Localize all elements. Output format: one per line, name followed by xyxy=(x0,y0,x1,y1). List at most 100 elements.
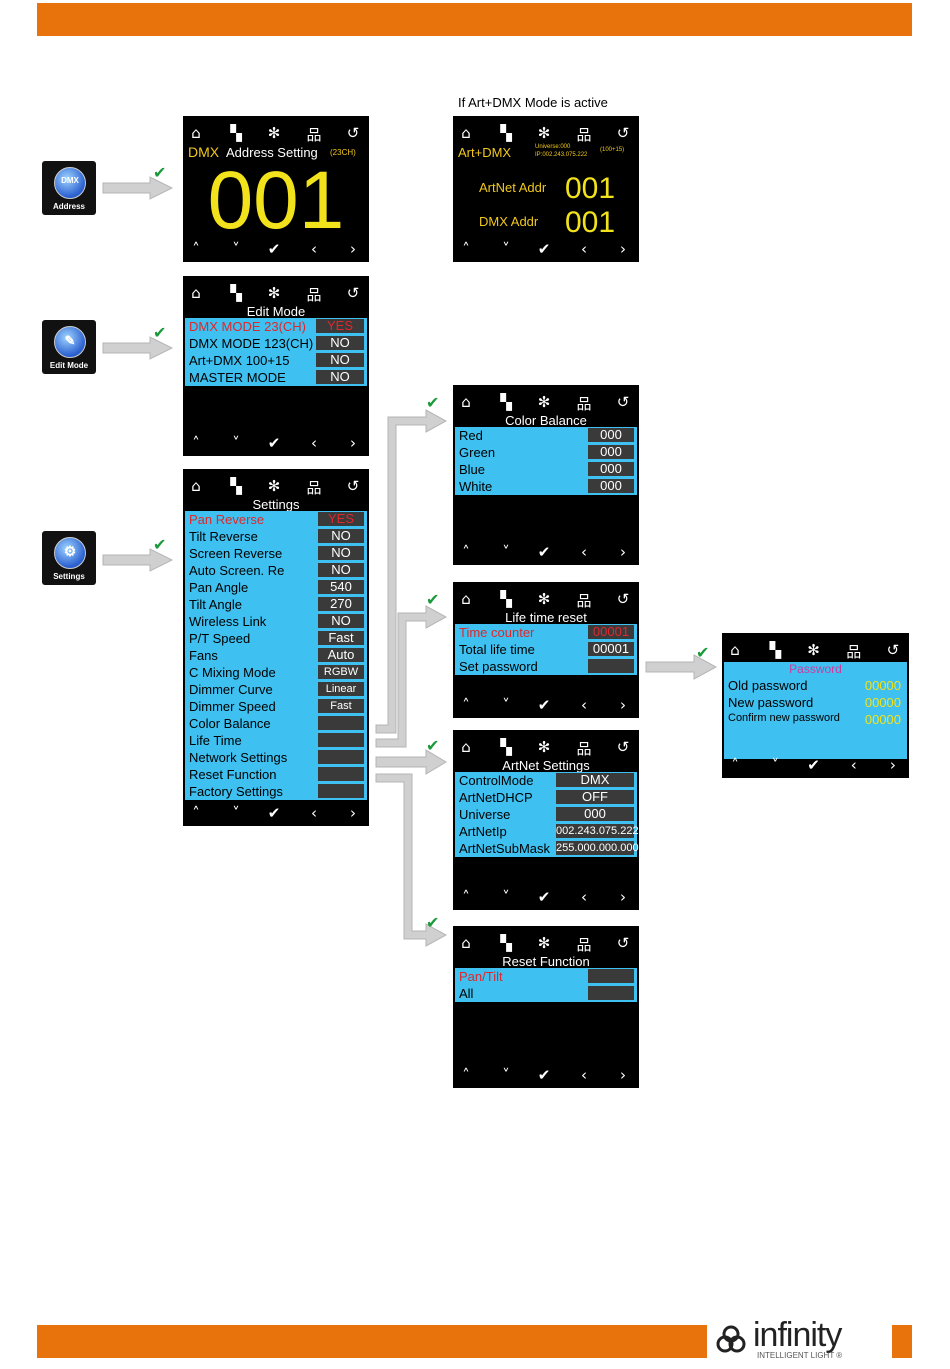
sparkle-icon[interactable]: ✻ xyxy=(537,934,551,952)
row-value[interactable] xyxy=(588,969,634,983)
sparkle-icon[interactable]: ✻ xyxy=(537,393,551,411)
row-value[interactable]: 000 xyxy=(588,462,634,476)
right-icon[interactable]: › xyxy=(350,434,356,452)
row-value[interactable] xyxy=(318,733,364,747)
down-icon[interactable]: ˅ xyxy=(232,434,240,452)
home-icon[interactable]: ⌂ xyxy=(461,738,471,756)
home-icon[interactable]: ⌂ xyxy=(191,124,201,142)
sparkle-icon[interactable]: ✻ xyxy=(807,641,820,659)
up-icon[interactable]: ˄ xyxy=(192,434,200,452)
up-icon[interactable]: ˄ xyxy=(462,696,470,714)
down-icon[interactable]: ˅ xyxy=(502,543,510,561)
sparkle-icon[interactable]: ✻ xyxy=(267,284,281,302)
left-icon[interactable]: ‹ xyxy=(581,888,587,906)
up-icon[interactable]: ˄ xyxy=(192,804,200,822)
row-value[interactable] xyxy=(588,659,634,673)
down-icon[interactable]: ˅ xyxy=(502,696,510,714)
right-icon[interactable]: › xyxy=(620,543,626,561)
row-value[interactable]: 00001 xyxy=(588,625,634,639)
row-value[interactable]: 00000 xyxy=(864,712,901,727)
menu-row[interactable]: Pan/Tilt xyxy=(455,968,637,985)
back-icon[interactable]: ↺ xyxy=(346,477,360,495)
row-value[interactable]: NO xyxy=(318,529,364,543)
row-value[interactable]: NO xyxy=(318,546,364,560)
row-value[interactable]: 002.243.075.222 xyxy=(556,824,639,838)
up-icon[interactable]: ˄ xyxy=(462,1066,470,1084)
right-icon[interactable]: › xyxy=(889,756,896,774)
back-icon[interactable]: ↺ xyxy=(616,590,630,608)
back-icon[interactable]: ↺ xyxy=(616,124,630,142)
back-icon[interactable]: ↺ xyxy=(616,934,630,952)
row-value[interactable]: Fast xyxy=(318,631,364,645)
right-icon[interactable]: › xyxy=(620,696,626,714)
copy-icon[interactable]: ▚ xyxy=(500,393,512,411)
left-icon[interactable]: ‹ xyxy=(581,240,587,258)
right-icon[interactable]: › xyxy=(620,888,626,906)
left-icon[interactable]: ‹ xyxy=(311,434,317,452)
right-icon[interactable]: › xyxy=(350,804,356,822)
down-icon[interactable]: ˅ xyxy=(232,240,240,258)
row-value[interactable]: 000 xyxy=(588,445,634,459)
confirm-icon[interactable]: ✔ xyxy=(537,696,551,714)
down-icon[interactable]: ˅ xyxy=(771,756,780,774)
up-icon[interactable]: ˄ xyxy=(192,240,200,258)
row-value[interactable]: NO xyxy=(316,336,364,350)
menu-row[interactable]: Color Balance xyxy=(185,715,367,732)
row-value[interactable]: OFF xyxy=(556,790,634,804)
row-value[interactable]: 00000 xyxy=(864,678,901,693)
row-value[interactable]: Auto xyxy=(318,648,364,662)
row-value[interactable]: RGBW xyxy=(318,665,364,679)
up-icon[interactable]: ˄ xyxy=(731,756,739,774)
sparkle-icon[interactable]: ✻ xyxy=(267,477,281,495)
menu-row[interactable]: Network Settings xyxy=(185,749,367,766)
left-icon[interactable]: ‹ xyxy=(581,696,587,714)
home-icon[interactable]: ⌂ xyxy=(461,393,471,411)
network-icon[interactable]: 品 xyxy=(306,126,322,144)
left-icon[interactable]: ‹ xyxy=(311,240,317,258)
up-icon[interactable]: ˄ xyxy=(462,543,470,561)
network-icon[interactable]: 品 xyxy=(576,592,592,610)
left-icon[interactable]: ‹ xyxy=(311,804,317,822)
down-icon[interactable]: ˅ xyxy=(502,240,510,258)
row-value[interactable]: 000 xyxy=(588,479,634,493)
row-value[interactable]: Linear xyxy=(318,682,364,696)
menu-row[interactable]: Life Time xyxy=(185,732,367,749)
confirm-icon[interactable]: ✔ xyxy=(807,756,820,774)
down-icon[interactable]: ˅ xyxy=(502,888,510,906)
copy-icon[interactable]: ▚ xyxy=(500,934,512,952)
confirm-icon[interactable]: ✔ xyxy=(537,1066,551,1084)
confirm-icon[interactable]: ✔ xyxy=(267,240,281,258)
copy-icon[interactable]: ▚ xyxy=(500,738,512,756)
sparkle-icon[interactable]: ✻ xyxy=(537,738,551,756)
confirm-icon[interactable]: ✔ xyxy=(267,434,281,452)
row-value[interactable] xyxy=(318,750,364,764)
row-value[interactable]: Fast xyxy=(318,699,364,713)
row-value[interactable]: NO xyxy=(318,563,364,577)
left-icon[interactable]: ‹ xyxy=(850,756,857,774)
row-value[interactable]: 00000 xyxy=(864,695,901,710)
back-icon[interactable]: ↺ xyxy=(346,284,360,302)
back-icon[interactable]: ↺ xyxy=(346,124,360,142)
settings-menu-icon[interactable]: ⚙Settings xyxy=(42,531,96,585)
